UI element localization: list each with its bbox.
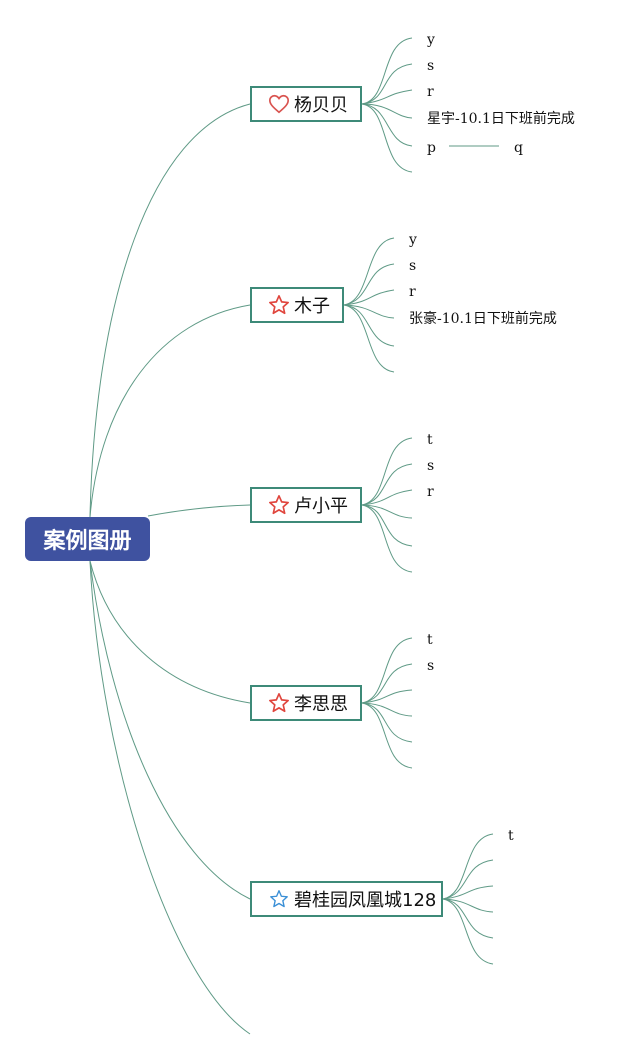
branch-node-b4[interactable]: 李思思 (250, 685, 362, 721)
branch-label: 木子 (294, 296, 330, 317)
b4-leaf-connectors (361, 637, 413, 769)
star-icon (268, 494, 290, 516)
star-outline-icon (268, 888, 290, 910)
branch-node-b5[interactable]: 碧桂园凤凰城128 (250, 881, 443, 917)
root-connector-b1 (89, 103, 251, 518)
b2-leaf-connectors (343, 237, 395, 373)
b5-leaf-connectors (442, 833, 494, 965)
branch-label: 卢小平 (294, 496, 348, 517)
leaf-item[interactable]: p (427, 140, 436, 156)
branch-label: 碧桂园凤凰城128 (294, 890, 437, 911)
leaf-item[interactable]: t (427, 432, 433, 448)
root-connector-b3 (147, 504, 251, 517)
leaf-item[interactable]: 星宇-10.1日下班前完成 (427, 111, 575, 127)
b3-leaf-connectors (361, 437, 413, 573)
branch-node-b2[interactable]: 木子 (250, 287, 344, 323)
root-connector-b2 (89, 304, 251, 518)
leaf-item[interactable]: s (427, 58, 435, 74)
leaf-item[interactable]: s (427, 458, 435, 474)
leaf-item[interactable]: 张豪-10.1日下班前完成 (409, 311, 557, 327)
leaf-item[interactable]: r (427, 484, 434, 500)
leaf-item[interactable]: t (508, 828, 514, 844)
leaf-subitem[interactable]: q (514, 140, 523, 156)
leaf-item[interactable]: y (409, 232, 417, 248)
branch-node-b1[interactable]: 杨贝贝 (250, 86, 362, 122)
leaf-item[interactable]: r (427, 84, 434, 100)
leaf-item[interactable]: r (409, 284, 416, 300)
leaf-item[interactable]: s (409, 258, 417, 274)
branch-node-b3[interactable]: 卢小平 (250, 487, 362, 523)
leaf-item[interactable]: y (427, 32, 435, 48)
leaf-item[interactable]: s (427, 658, 435, 674)
heart-icon (268, 93, 290, 115)
b1-leaf-connectors (361, 37, 499, 173)
branch-label: 杨贝贝 (294, 95, 348, 116)
star-icon (268, 692, 290, 714)
root-connector-b4 (89, 560, 251, 704)
leaf-item[interactable]: t (427, 632, 433, 648)
root-connector-extra (89, 560, 251, 1035)
branch-label: 李思思 (294, 694, 348, 715)
root-node[interactable]: 案例图册 (25, 517, 150, 561)
root-connector-b5 (89, 560, 251, 900)
star-icon (268, 294, 290, 316)
